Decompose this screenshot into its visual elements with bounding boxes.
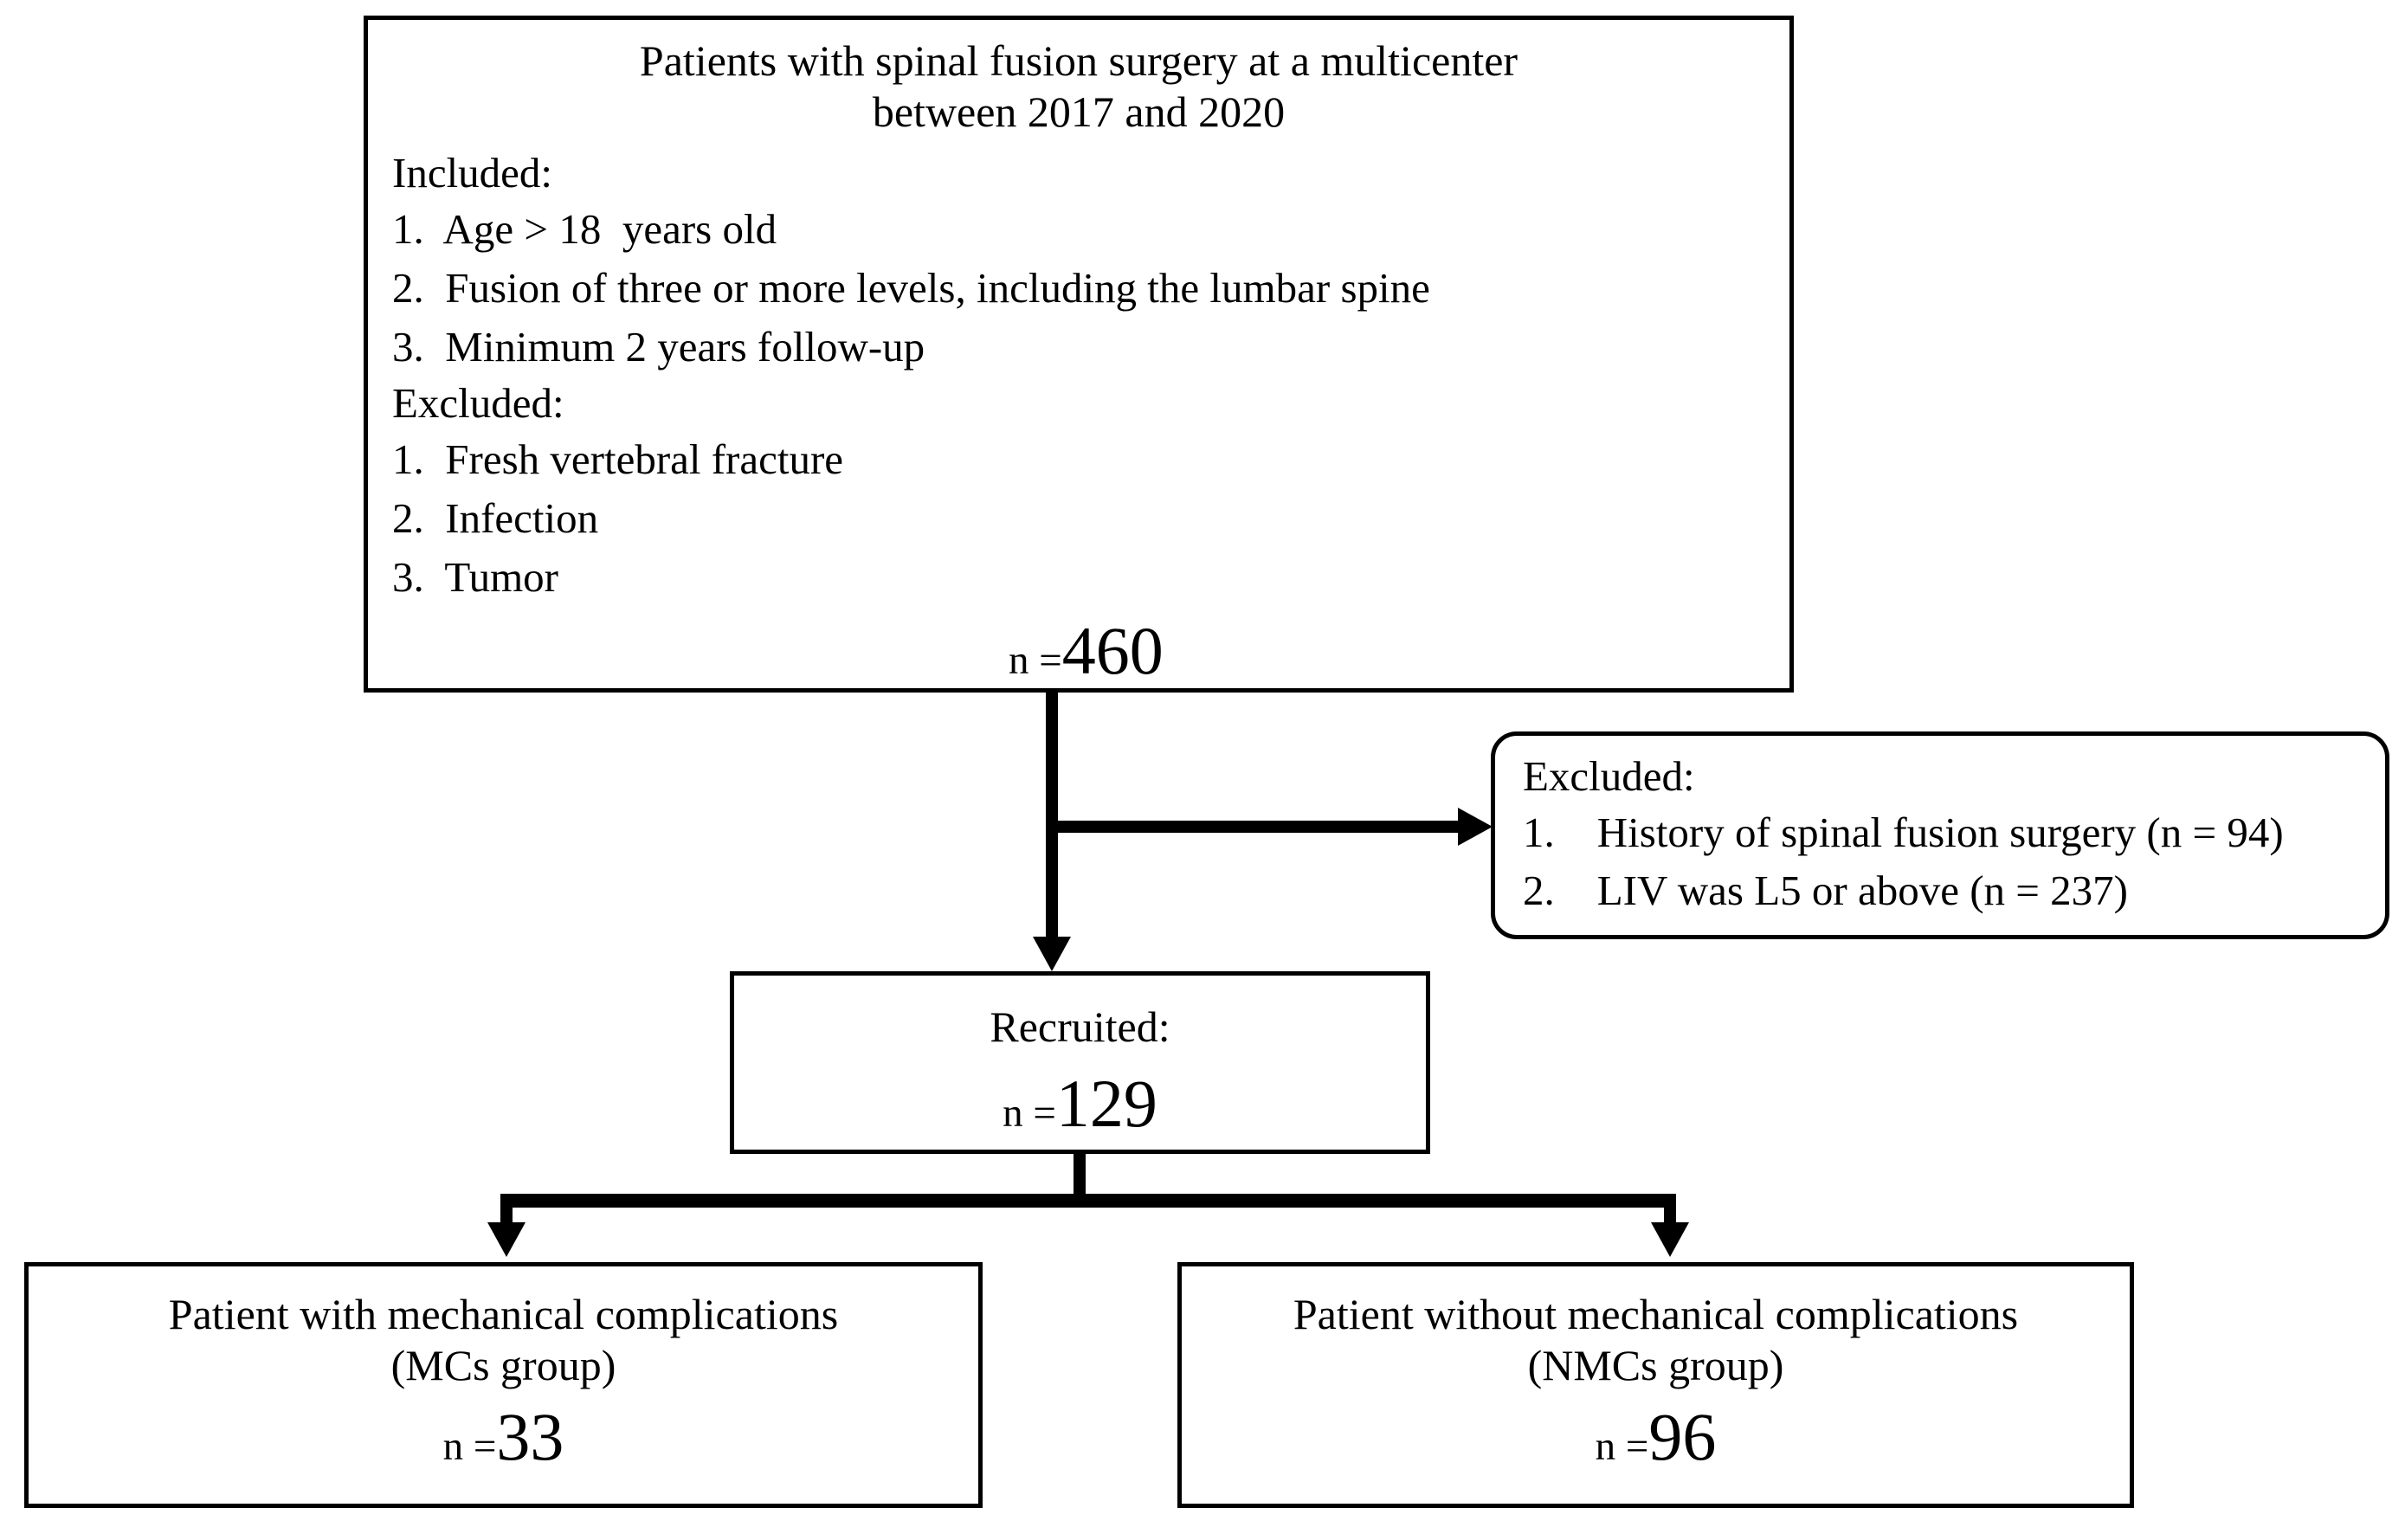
enrollment-included-heading: Included: — [392, 149, 553, 197]
enrollment-included-item-3: 3. Minimum 2 years follow-up — [392, 323, 925, 371]
enrollment-content: Patients with spinal fusion surgery at a… — [392, 35, 1765, 598]
enrollment-count: n =460 — [1009, 617, 1164, 685]
enrollment-excluded-heading: Excluded: — [392, 379, 564, 427]
edge-recruited-trunk — [1074, 1154, 1086, 1201]
recruited-label: Recruited: — [990, 1002, 1170, 1051]
excluded-side-heading: Excluded: — [1523, 752, 1695, 800]
mcs-group-content: Patient with mechanical complications (M… — [29, 1289, 978, 1471]
recruited-count-value: 129 — [1055, 1066, 1157, 1141]
nmcs-group-content: Patient without mechanical complications… — [1182, 1289, 2130, 1471]
edge-recruited-to-mcs-line — [500, 1194, 513, 1227]
mcs-group-count-label: n = — [442, 1424, 497, 1469]
mcs-group-count-value: 33 — [496, 1399, 564, 1474]
enrollment-excluded-item-1: 1. Fresh vertebral fracture — [392, 435, 844, 483]
edge-enrollment-to-excluded-arrowhead — [1458, 808, 1493, 846]
recruited-content: Recruited: n =129 — [734, 1002, 1426, 1137]
enrollment-included-item-2: 2. Fusion of three or more levels, inclu… — [392, 264, 1430, 312]
mcs-group-count: n =33 — [29, 1403, 978, 1471]
node-enrollment: Patients with spinal fusion surgery at a… — [364, 16, 1794, 693]
edge-recruited-to-nmcs-arrowhead — [1651, 1222, 1689, 1257]
enrollment-excluded-item-3: 3. Tumor — [392, 553, 559, 601]
mcs-group-line-2: (MCs group) — [390, 1341, 616, 1389]
recruited-count-label: n = — [1003, 1091, 1056, 1136]
edge-enrollment-to-excluded-line — [1046, 821, 1460, 833]
node-nmcs-group: Patient without mechanical complications… — [1177, 1262, 2134, 1508]
nmcs-group-line-2: (NMCs group) — [1527, 1341, 1784, 1389]
edge-enrollment-trunk — [1046, 693, 1058, 942]
mcs-group-line-1: Patient with mechanical complications — [168, 1290, 839, 1338]
edge-recruited-to-mcs-arrowhead — [487, 1222, 525, 1257]
nmcs-group-line-1: Patient without mechanical complications — [1293, 1290, 2019, 1338]
nmcs-group-count: n =96 — [1182, 1403, 2130, 1471]
nmcs-group-count-value: 96 — [1648, 1399, 1717, 1474]
node-recruited: Recruited: n =129 — [730, 971, 1430, 1154]
excluded-side-item-1: 1. History of spinal fusion surgery (n =… — [1523, 809, 2284, 856]
edge-recruited-to-nmcs-line — [1664, 1194, 1676, 1227]
node-excluded-side: Excluded: 1. History of spinal fusion su… — [1491, 731, 2389, 939]
edge-enrollment-to-recruited-arrowhead — [1033, 937, 1071, 971]
enrollment-excluded-item-2: 2. Infection — [392, 494, 599, 542]
recruited-count: n =129 — [734, 1070, 1426, 1137]
node-mcs-group: Patient with mechanical complications (M… — [24, 1262, 983, 1508]
excluded-side-item-2: 2. LIV was L5 or above (n = 237) — [1523, 867, 2128, 914]
enrollment-count-label: n = — [1009, 638, 1062, 683]
nmcs-group-count-label: n = — [1595, 1424, 1649, 1469]
excluded-side-content: Excluded: 1. History of spinal fusion su… — [1523, 755, 2364, 912]
enrollment-count-value: 460 — [1061, 613, 1164, 688]
edge-recruited-split-bar — [500, 1194, 1676, 1208]
enrollment-title: Patients with spinal fusion surgery at a… — [639, 36, 1518, 136]
enrollment-included-item-1: 1. Age > 18 years old — [392, 205, 777, 253]
